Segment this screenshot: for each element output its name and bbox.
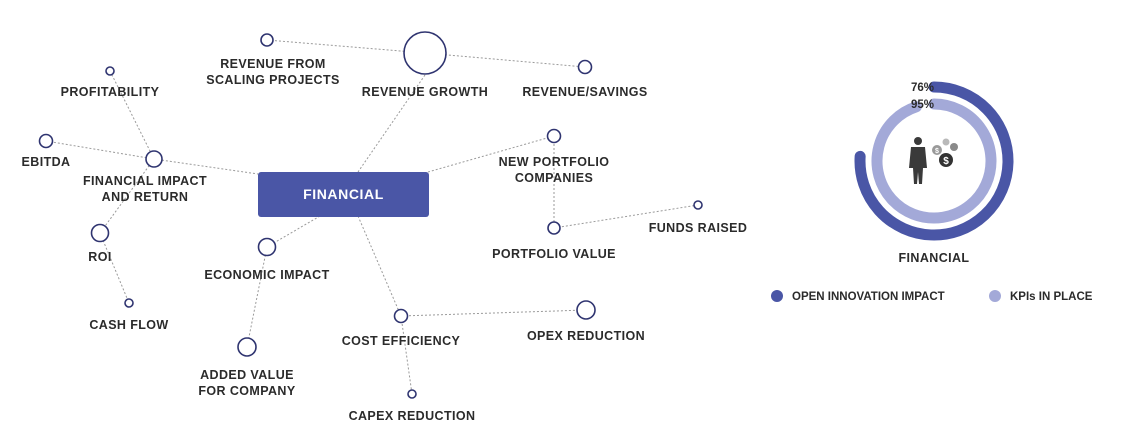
- node-revenue-from-scaling: [260, 33, 274, 47]
- label-capex-reduction: CAPEX REDUCTION: [349, 409, 476, 423]
- kpi-center-icons: $ $: [909, 137, 958, 184]
- label-revenue-growth: REVENUE GROWTH: [362, 85, 488, 99]
- dollar-coins-icon: $ $: [932, 138, 958, 167]
- kpi-chart-title: FINANCIAL: [899, 251, 970, 265]
- node-revenue-growth: [403, 31, 447, 75]
- svg-text:$: $: [935, 148, 939, 155]
- kpi-ring-chart: [854, 81, 1014, 241]
- label-cost-efficiency: COST EFFICIENCY: [342, 334, 461, 348]
- label-portfolio-value: PORTFOLIO VALUE: [492, 247, 616, 261]
- ring-kpis-in-place: [871, 98, 997, 224]
- node-roi: [90, 223, 110, 243]
- center-node: FINANCIAL: [258, 172, 429, 217]
- svg-text:$: $: [943, 156, 949, 167]
- ring-outer-value: 76%: [911, 82, 934, 94]
- mindmap-nodes: [38, 31, 703, 399]
- label-profitability: PROFITABILITY: [61, 85, 160, 99]
- kpi-legend: OPEN INNOVATION IMPACT KPIs IN PLACE: [771, 290, 1093, 303]
- ring-inner-value: 95%: [911, 99, 934, 111]
- node-economic-impact: [257, 237, 277, 257]
- node-ebitda: [38, 133, 54, 149]
- label-funds-raised: FUNDS RAISED: [649, 221, 748, 235]
- label-opex-reduction: OPEX REDUCTION: [527, 329, 645, 343]
- node-funds-raised: [693, 200, 703, 210]
- node-new-portfolio: [546, 128, 562, 144]
- legend-swatch-kpis: [989, 290, 1001, 302]
- legend-label-kpis: KPIs IN PLACE: [1010, 291, 1093, 303]
- businessman-icon: [909, 137, 927, 184]
- label-revenue-savings: REVENUE/SAVINGS: [522, 85, 647, 99]
- label-roi: ROI: [88, 250, 111, 264]
- legend-label-open-innovation: OPEN INNOVATION IMPACT: [792, 291, 945, 303]
- node-financial-impact: [145, 150, 163, 168]
- node-capex-reduction: [407, 389, 417, 399]
- label-economic-impact: ECONOMIC IMPACT: [204, 268, 329, 282]
- node-portfolio-value: [547, 221, 561, 235]
- center-box: [258, 172, 429, 217]
- connectors: [45, 39, 699, 395]
- label-cash-flow: CASH FLOW: [89, 318, 168, 332]
- label-ebitda: EBITDA: [22, 155, 71, 169]
- node-revenue-savings: [577, 59, 593, 75]
- node-cash-flow: [124, 298, 134, 308]
- node-profitability: [105, 66, 115, 76]
- node-added-value: [237, 337, 257, 357]
- node-cost-efficiency: [393, 308, 409, 324]
- center-label: FINANCIAL: [303, 186, 384, 202]
- legend-swatch-open-innovation: [771, 290, 783, 302]
- node-opex-reduction: [576, 300, 596, 320]
- ring-open-innovation-impact: [854, 81, 1014, 241]
